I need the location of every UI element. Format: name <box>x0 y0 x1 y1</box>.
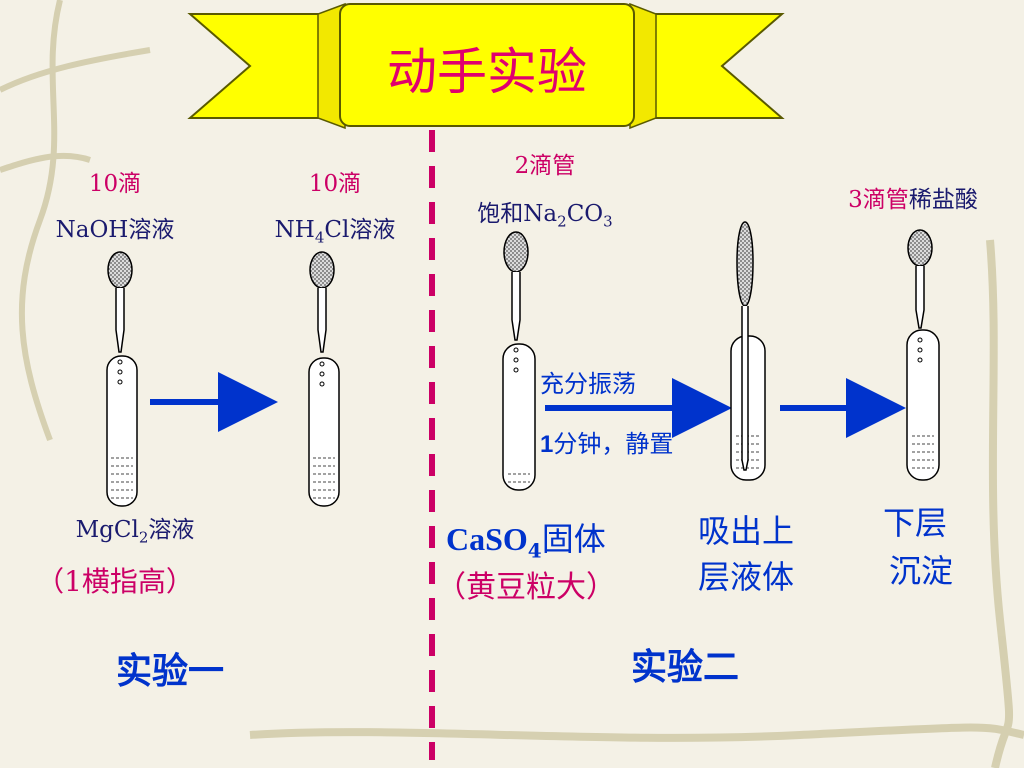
exp2-test-tube-3 <box>906 329 940 481</box>
vine-decoration-left <box>0 0 151 442</box>
exp2-solid-name-sub: 4 <box>527 538 542 563</box>
exp2-reagent1-name-pre: 饱和Na <box>477 201 558 227</box>
exp2-solid-name: CaSO4固体 <box>446 514 606 562</box>
exp2-dropper-1 <box>503 231 529 373</box>
exp2-step2: 1分钟，静置 <box>540 424 673 459</box>
exp1-solution-name: MgCl2溶液 <box>40 510 230 547</box>
exp1-reagent2-name-sub: 4 <box>314 228 325 247</box>
exp2-step3-line1: 吸出上 <box>697 512 794 550</box>
exp2-reagent2-name: 稀盐酸 <box>908 187 978 213</box>
exp2-step3-line2: 层液体 <box>697 558 794 596</box>
exp1-solution-name-pre: MgCl <box>75 517 139 543</box>
exp2-reagent1-name-mid: CO <box>566 201 604 227</box>
vine-decoration-bottom <box>249 239 1024 768</box>
exp1-dropper-1 <box>107 251 133 385</box>
exp2-reagent1-name: 饱和Na2CO3 <box>450 194 640 231</box>
exp2-long-dropper <box>736 221 754 471</box>
exp2-reagent1-name-sub1: 2 <box>557 212 567 231</box>
exp1-test-tube-2 <box>308 357 340 507</box>
title-banner <box>187 2 785 130</box>
exp2-reagent1-name-sub2: 3 <box>603 212 613 231</box>
exp1-reagent2-name: NH4Cl溶液 <box>245 210 425 247</box>
exp2-solid-name-pre: CaSO <box>446 521 528 557</box>
exp1-solution-amount: （1横指高） <box>36 565 194 598</box>
exp2-step4-line1: 下层 <box>882 504 947 542</box>
exp2-reagent1-drops: 2滴管 <box>514 153 576 179</box>
exp1-solution-name-post: 溶液 <box>148 517 195 543</box>
page-title: 动手实验 <box>387 43 587 101</box>
exp2-solid-name-post: 固体 <box>541 520 606 558</box>
exp2-solid-size: （黄豆粒大） <box>436 570 616 605</box>
exp2-reagent2-drops: 3滴管 <box>848 187 909 213</box>
exp1-reagent2-drops: 10滴 <box>308 171 362 197</box>
exp1-reagent2-name-post: Cl溶液 <box>324 217 396 243</box>
exp2-test-tube-1 <box>502 343 536 491</box>
exp1-reagent1-drops: 10滴 <box>88 171 142 197</box>
exp2-step1: 充分振荡 <box>540 370 636 398</box>
exp2-step2-num: 1 <box>540 431 554 458</box>
exp1-reagent1-name: NaOH溶液 <box>55 217 175 243</box>
exp2-reagent2-label: 3滴管稀盐酸 <box>808 180 1018 214</box>
exp1-solution-name-sub: 2 <box>138 528 149 547</box>
exp1-reagent2-name-pre: NH <box>274 217 315 243</box>
exp1-label: 实验一 <box>115 651 224 692</box>
exp1-test-tube-1 <box>106 355 138 507</box>
exp2-dropper-3 <box>907 229 933 363</box>
exp1-dropper-2 <box>309 251 335 387</box>
exp2-step2-text: 分钟，静置 <box>553 430 674 458</box>
exp2-step4-line2: 沉淀 <box>888 552 953 590</box>
exp2-label: 实验二 <box>630 647 739 688</box>
